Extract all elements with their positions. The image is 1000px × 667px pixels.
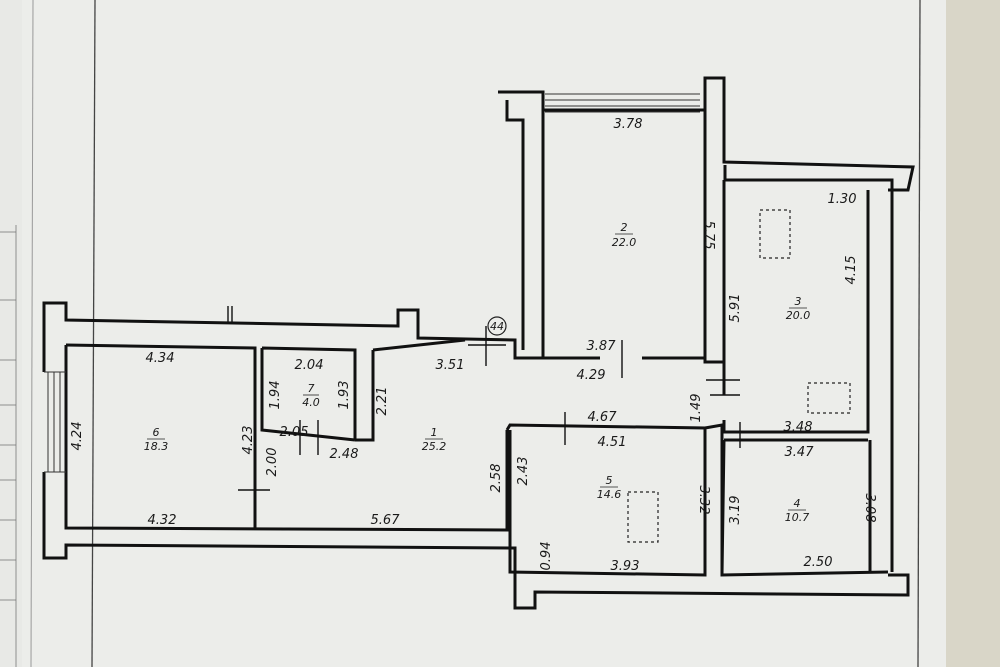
door-ticks <box>238 326 741 491</box>
room-number: 7 <box>308 382 315 395</box>
dimension-label: 4.34 <box>146 351 175 366</box>
room-6-walls <box>65 343 357 528</box>
sheet-frame-left <box>91 0 96 667</box>
paper-sheet <box>22 0 947 667</box>
dimension-label: 0.94 <box>539 542 554 571</box>
room-number: 4 <box>794 497 801 510</box>
fixture-room-3-bottom <box>807 382 851 414</box>
dimension-label: 3.47 <box>785 445 815 460</box>
room-area: 25.2 <box>422 440 447 453</box>
room-4-walls <box>720 439 872 576</box>
dimension-label: 1.49 <box>689 394 704 423</box>
dimension-label: 5.75 <box>701 221 716 250</box>
table-surface <box>946 0 1000 667</box>
dimension-label: 1.30 <box>828 192 857 207</box>
dimension-label: 3.08 <box>862 494 877 523</box>
dimension-label: 3.87 <box>587 339 617 354</box>
dimension-label: 5.67 <box>371 513 401 528</box>
exterior-wall-inner-line <box>64 100 894 572</box>
dimension-label: 3.32 <box>696 486 711 515</box>
dimension-label: 4.51 <box>598 435 627 450</box>
room-3-walls <box>722 180 870 442</box>
room-area: 14.6 <box>597 488 622 501</box>
dimension-label: 4.29 <box>577 368 606 383</box>
room-label-3: 3 20.0 <box>786 295 811 322</box>
dimension-label: 4.67 <box>588 410 618 425</box>
dimension-label: 2.43 <box>516 457 531 486</box>
room-area: 10.7 <box>785 511 810 524</box>
entrance-door <box>44 371 66 473</box>
dimension-label: 2.04 <box>295 358 324 373</box>
room-number: 5 <box>606 474 613 487</box>
dimension-label: 2.58 <box>489 464 504 493</box>
dimension-label: 1.94 <box>268 381 283 410</box>
dimension-label: 2.21 <box>375 387 390 416</box>
dimension-label: 2.05 <box>280 425 309 440</box>
dimension-label: 3.48 <box>784 420 813 435</box>
axis-marker-label: 44 <box>490 320 504 333</box>
room-label-6: 6 18.3 <box>144 426 169 453</box>
dimension-label: 3.51 <box>436 358 465 373</box>
axis-marker-circle <box>487 316 507 336</box>
room-label-2: 2 22.0 <box>612 221 637 249</box>
room-2-walls <box>543 108 724 364</box>
room-number: 3 <box>795 295 802 308</box>
room-area: 4.0 <box>302 396 320 409</box>
room-label-7: 7 4.0 <box>302 382 320 409</box>
room-area: 18.3 <box>144 440 169 453</box>
dimension-label: 4.32 <box>148 513 177 528</box>
dimension-label: 2.48 <box>330 447 359 462</box>
page-fold-line <box>30 0 34 667</box>
dimension-label: 4.15 <box>844 256 859 285</box>
dimension-label: 3.93 <box>611 559 640 574</box>
side-title-block <box>0 225 17 667</box>
dimension-label: 1.93 <box>337 381 352 410</box>
room-number: 1 <box>431 426 438 439</box>
room-label-5: 5 14.6 <box>597 474 622 501</box>
dimension-label: 2.00 <box>265 448 280 477</box>
dimension-label: 2.50 <box>804 555 833 570</box>
room-label-4: 4 10.7 <box>785 497 810 524</box>
balcony-opening <box>545 93 700 113</box>
corridor-walls <box>355 338 466 442</box>
room-label-1: 1 25.2 <box>422 426 447 453</box>
room-area: 22.0 <box>612 236 637 249</box>
fixture-room-3-top <box>759 209 791 259</box>
dimension-label: 4.23 <box>241 426 256 455</box>
dimension-label: 3.78 <box>614 117 643 132</box>
room-number: 2 <box>621 221 628 234</box>
fixture-room-5 <box>627 491 659 543</box>
dimension-label: 4.24 <box>70 422 85 451</box>
dimension-label: 5.91 <box>728 294 743 323</box>
dimension-label: 3.19 <box>728 496 743 525</box>
room-number: 6 <box>153 426 160 439</box>
room-area: 20.0 <box>786 309 811 322</box>
sheet-frame-right <box>917 0 921 667</box>
